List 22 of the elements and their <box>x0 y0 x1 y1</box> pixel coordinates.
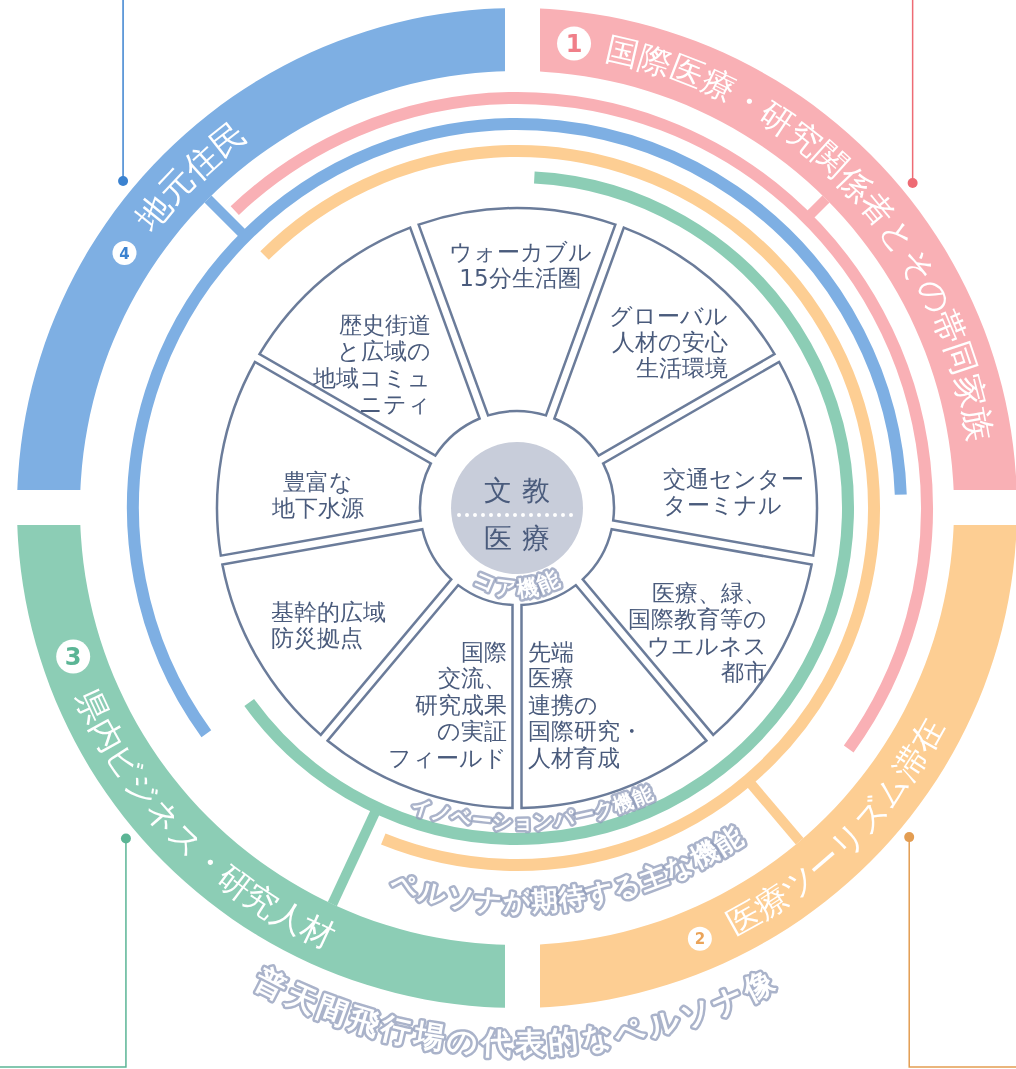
segment-label: ウォーカブル15分生活圏 <box>448 238 592 292</box>
leader-line <box>907 0 918 188</box>
curved-label: 普天間飛行場の代表的なペルソナ像 <box>250 961 784 1062</box>
number-badge: 3 <box>56 639 91 674</box>
segment-label: 豊富な地下水源 <box>272 468 364 522</box>
band-title: 県内ビジネス・研究人材 <box>67 682 342 957</box>
curved-label: コア機能 <box>469 566 565 602</box>
center-label: 医療 <box>484 522 560 555</box>
segment-label: 交通センターターミナル <box>662 465 804 519</box>
segment-label: グローバル人材の安心生活環境 <box>608 302 728 382</box>
leader-line <box>118 0 129 186</box>
leader-line <box>0 833 131 1068</box>
center-label: 文教 <box>484 474 560 507</box>
leader-line <box>904 832 1016 1068</box>
number-badge: 2 <box>687 926 712 951</box>
wheel-segment <box>216 360 433 557</box>
number-badge: 4 <box>112 241 137 266</box>
segment-label: 基幹的広域防災拠点 <box>270 598 386 652</box>
number-badge: 1 <box>557 26 592 61</box>
segment-label: 国際交流、研究成果の実証フィールド <box>387 639 507 772</box>
segment-label: 歴史街道と広域の地域コミュニティ <box>313 312 431 418</box>
band-title: 地元住民 <box>126 112 254 238</box>
